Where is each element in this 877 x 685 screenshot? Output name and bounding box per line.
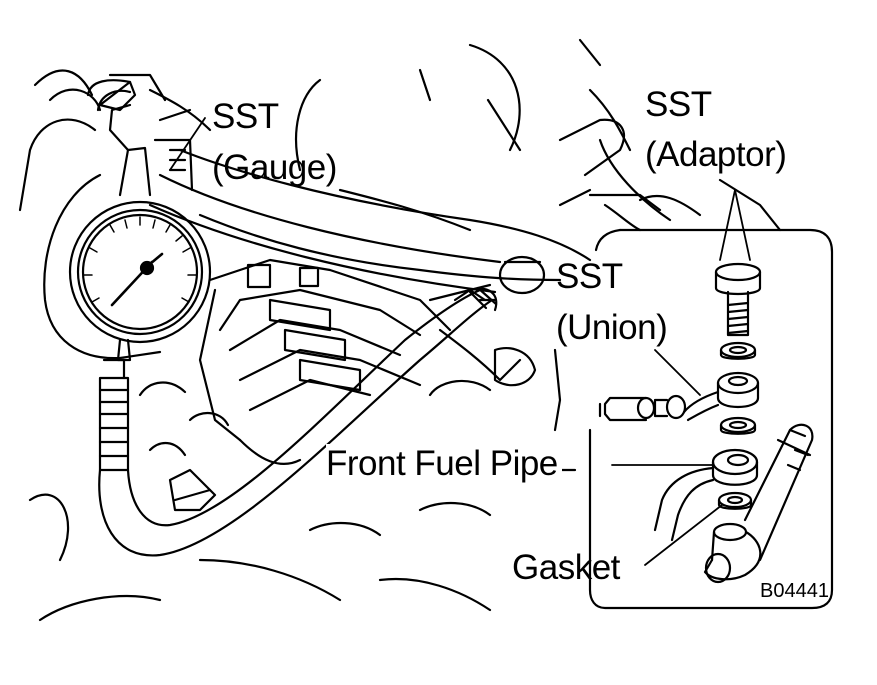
front-fuel-pipe-label: Front Fuel Pipe [326, 444, 562, 484]
fuel-pipe-end [703, 423, 814, 584]
leader-union [654, 349, 701, 396]
gasket-label: Gasket [512, 548, 620, 587]
sst-adaptor-label-line1: SST [645, 85, 712, 124]
sst-gauge-label-line1: SST [212, 97, 279, 136]
gauge-hose [98, 286, 498, 557]
inset-frame-corner [594, 228, 622, 252]
inset-frame [588, 228, 834, 610]
gasket-part [717, 491, 753, 510]
sst-union-fitting [598, 371, 760, 422]
adaptor-bolt [714, 262, 762, 337]
leader-gasket [644, 504, 723, 566]
engine-background-illustration [18, 38, 782, 622]
leader-gauge [169, 117, 206, 171]
sst-adaptor-label-line2: (Adaptor) [645, 135, 787, 174]
leader-adaptor-right [734, 189, 751, 261]
leader-adaptor-left [719, 189, 736, 261]
union-gasket-upper [719, 341, 757, 360]
sst-union-label-line2: (Union) [556, 308, 668, 347]
sst-union-label-line1: SST [556, 257, 623, 296]
sst-gauge-label-line2: (Gauge) [212, 148, 337, 187]
figure-code: B04441 [760, 580, 829, 602]
callout-leaders [169, 117, 751, 566]
union-gasket-lower [719, 416, 757, 435]
front-fuel-pipe-fitting [653, 448, 759, 542]
